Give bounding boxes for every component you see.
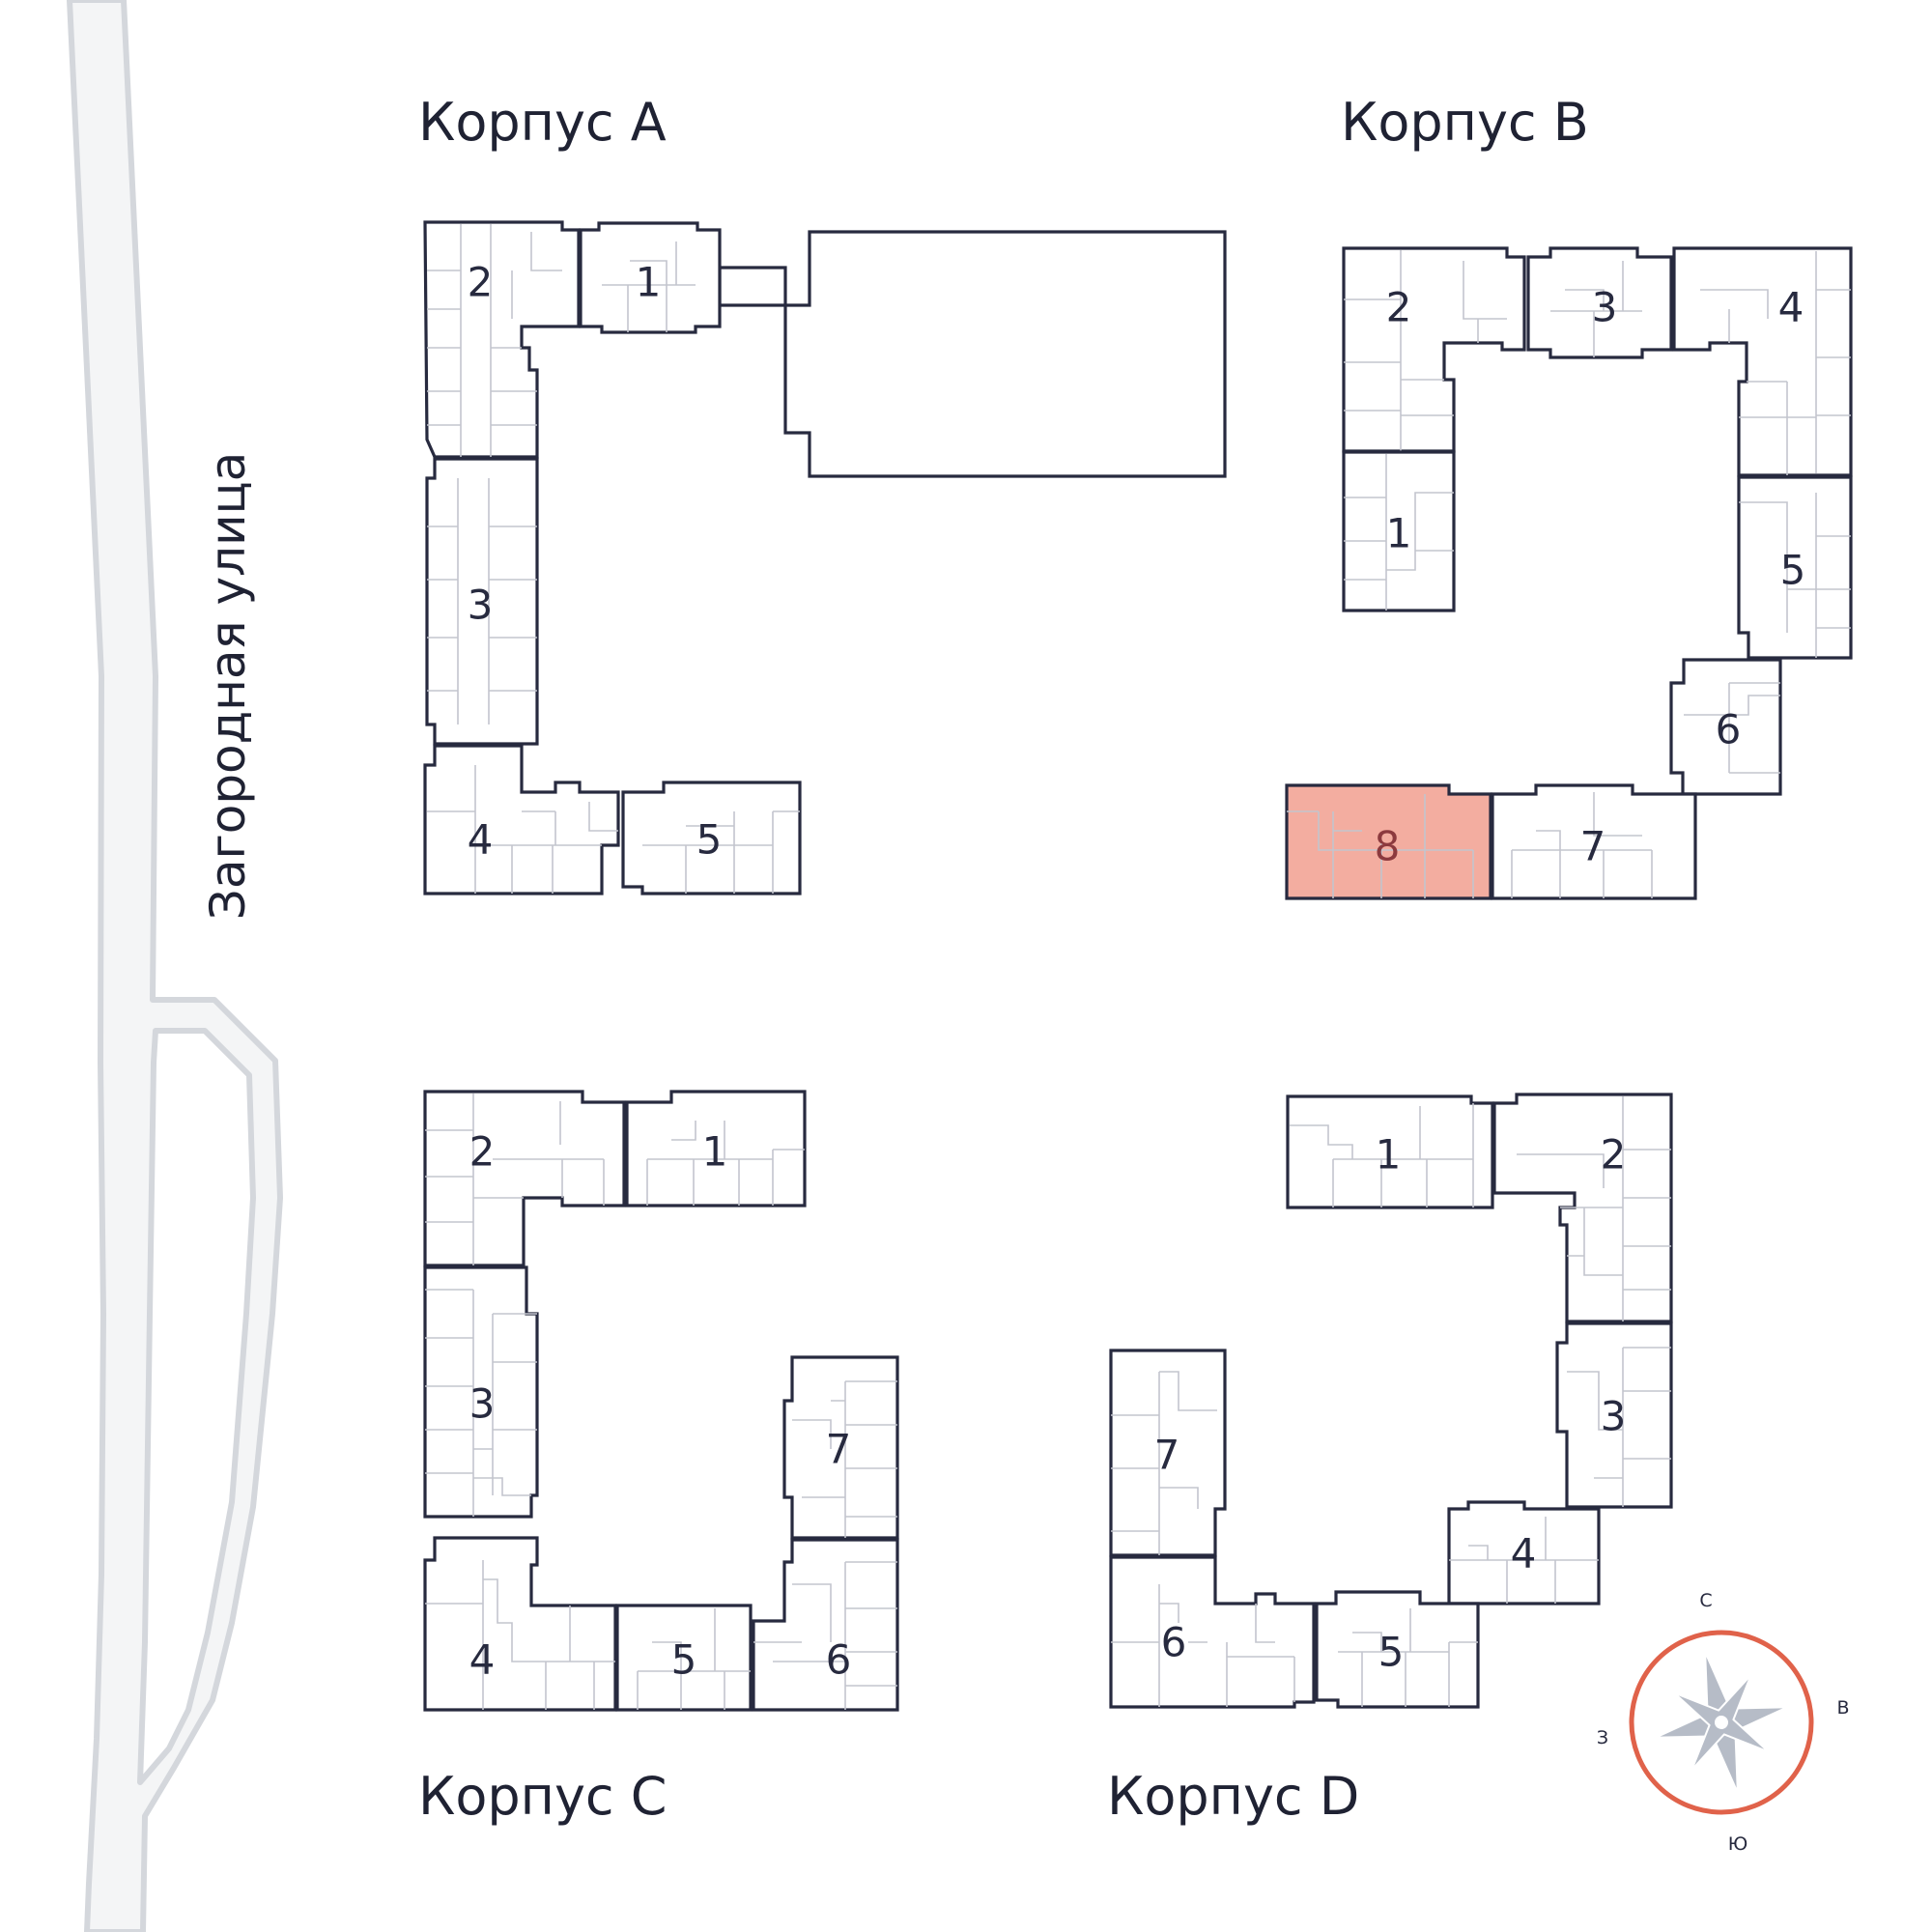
building-b-section-8-label: 8 <box>1375 823 1401 870</box>
building-d-section-6[interactable] <box>1109 1555 1316 1709</box>
building-d-section-1-label: 1 <box>1376 1131 1402 1179</box>
building-b-section-5-label: 5 <box>1780 547 1806 594</box>
building-d-section-6-label: 6 <box>1161 1619 1187 1666</box>
building-a-section-4[interactable] <box>423 744 620 895</box>
building-c-section-6[interactable] <box>752 1538 899 1712</box>
building-a-annex <box>718 230 1227 478</box>
building-b <box>1285 246 1853 900</box>
building-a-section-2[interactable] <box>423 220 581 459</box>
building-c-section-2[interactable] <box>423 1090 626 1267</box>
building-c-title: Корпус С <box>418 1766 667 1827</box>
building-d-section-4[interactable] <box>1447 1500 1601 1605</box>
building-b-section-4-label: 4 <box>1778 284 1804 331</box>
building-d-section-2-label: 2 <box>1601 1131 1627 1179</box>
building-c-section-2-label: 2 <box>469 1128 496 1176</box>
section-labels: 2 1 3 4 5 2 3 4 1 5 6 8 7 2 1 3 7 4 5 6 … <box>468 259 1806 1684</box>
building-b-section-4[interactable] <box>1672 246 1853 477</box>
building-d-section-3[interactable] <box>1555 1321 1673 1509</box>
building-c-section-7[interactable] <box>782 1355 899 1540</box>
building-c-section-6-label: 6 <box>826 1636 852 1684</box>
building-a-section-4-label: 4 <box>468 816 494 864</box>
building-b-section-5[interactable] <box>1737 475 1853 660</box>
building-a-section-3[interactable] <box>425 457 539 746</box>
building-b-section-7-label: 7 <box>1580 823 1606 870</box>
building-d-section-4-label: 4 <box>1511 1530 1537 1577</box>
compass-ring <box>1629 1630 1814 1815</box>
building-b-section-8-selected[interactable] <box>1285 783 1492 900</box>
building-a-section-1[interactable] <box>579 221 722 334</box>
building-b-section-3-label: 3 <box>1592 284 1618 331</box>
building-a-section-1-label: 1 <box>636 259 662 306</box>
building-b-section-3[interactable] <box>1526 246 1673 359</box>
compass-star-icon <box>1654 1650 1789 1795</box>
building-d-section-7-label: 7 <box>1154 1432 1180 1479</box>
building-c-section-1-label: 1 <box>702 1128 728 1176</box>
road <box>67 0 283 1932</box>
building-b-section-2[interactable] <box>1342 246 1526 453</box>
building-b-section-6-label: 6 <box>1716 706 1742 753</box>
compass: С В Ю З <box>1597 1590 1850 1855</box>
building-d-section-7[interactable] <box>1109 1349 1227 1557</box>
building-b-title: Корпус В <box>1341 92 1589 153</box>
building-d <box>1109 1093 1673 1709</box>
building-b-section-1-label: 1 <box>1386 510 1412 557</box>
compass-south-label: Ю <box>1728 1833 1748 1855</box>
building-a-section-3-label: 3 <box>468 582 494 629</box>
building-c-section-3-label: 3 <box>469 1380 496 1428</box>
building-c-section-3[interactable] <box>423 1265 539 1519</box>
building-c-section-4[interactable] <box>423 1536 617 1712</box>
building-c-section-4-label: 4 <box>469 1636 496 1684</box>
building-d-section-1[interactable] <box>1286 1094 1494 1209</box>
building-a-section-2-label: 2 <box>468 259 494 306</box>
building-a <box>423 220 1227 895</box>
compass-east-label: В <box>1836 1697 1849 1719</box>
building-d-title: Корпус D <box>1107 1766 1359 1827</box>
building-c-section-5-label: 5 <box>671 1636 697 1684</box>
building-a-section-5[interactable] <box>621 781 802 895</box>
street-label: Загородная улица <box>200 452 256 920</box>
building-b-section-1[interactable] <box>1342 450 1456 612</box>
building-c <box>423 1090 899 1712</box>
building-d-section-3-label: 3 <box>1601 1393 1627 1440</box>
building-c-section-1[interactable] <box>625 1090 807 1208</box>
building-d-section-5-label: 5 <box>1378 1629 1405 1676</box>
building-a-title: Корпус А <box>418 92 667 153</box>
building-d-section-5[interactable] <box>1315 1590 1480 1709</box>
compass-west-label: З <box>1597 1727 1608 1748</box>
building-b-section-6[interactable] <box>1669 658 1782 796</box>
building-c-section-7-label: 7 <box>826 1426 852 1473</box>
compass-north-label: С <box>1699 1590 1712 1611</box>
building-c-section-5[interactable] <box>615 1604 753 1712</box>
building-b-section-2-label: 2 <box>1386 284 1412 331</box>
building-a-section-5-label: 5 <box>696 816 723 864</box>
